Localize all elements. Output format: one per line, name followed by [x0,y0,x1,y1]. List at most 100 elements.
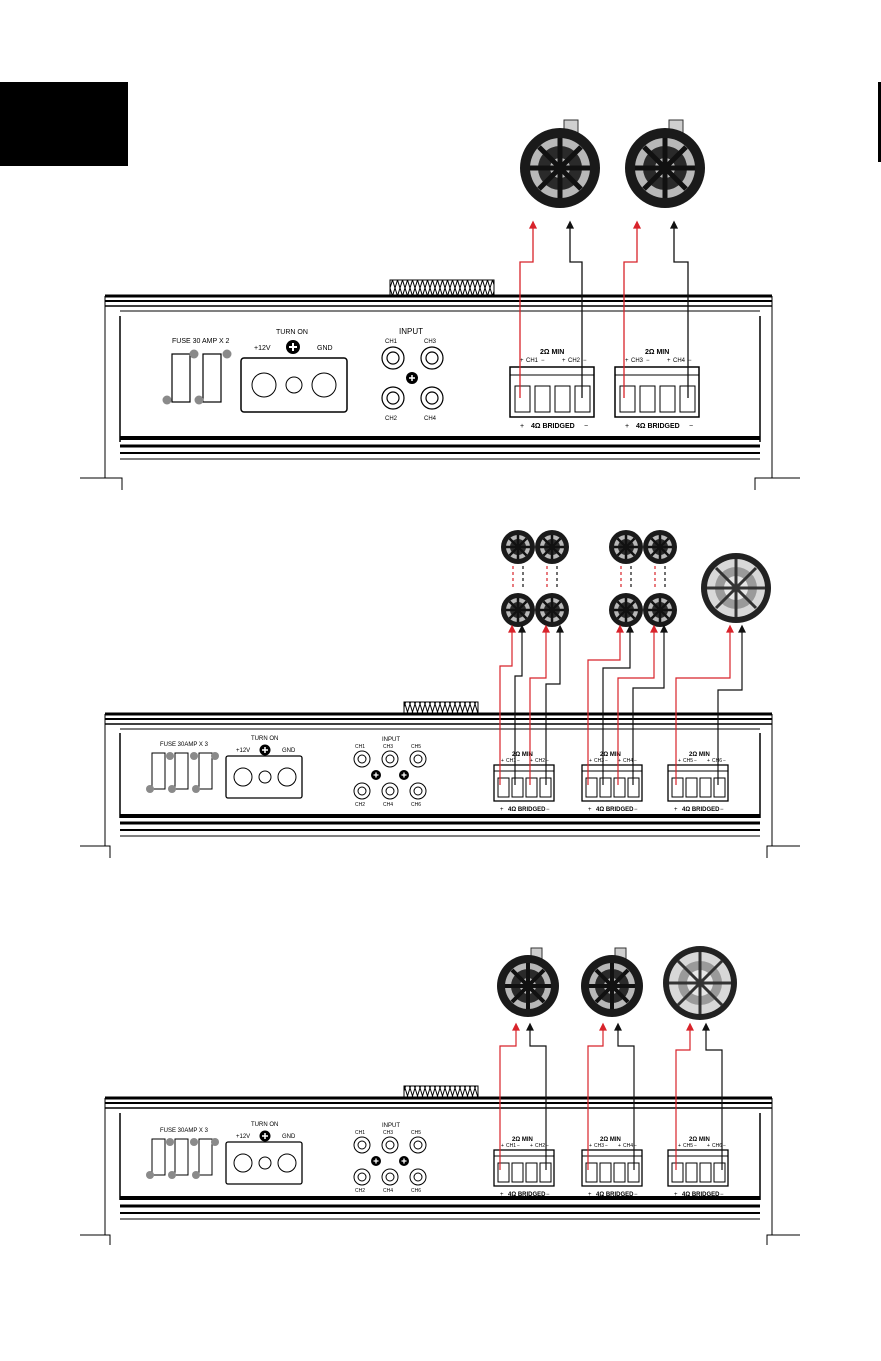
out-left-plus: + [501,1143,504,1149]
input-ch6-label: CH6 [411,1188,421,1194]
amplifier-chassis [80,1096,800,1245]
out-right-plus: + [618,758,621,764]
input-ch2-label: CH2 [355,1188,365,1194]
out-ch2-label: CH2 [568,358,581,364]
input-label: INPUT [399,327,423,336]
input-ch4-label: CH4 [424,416,437,422]
out-ch1-label: CH1 [506,758,516,764]
input-ch4-label: CH4 [383,1188,393,1194]
out-right-minus: − [723,1143,726,1149]
min-ohm-label: 2Ω MIN [512,752,533,758]
amplifier-chassis [80,294,800,490]
bridged-minus: − [720,807,724,813]
out-ch3-label: CH3 [594,1143,604,1149]
output-block-ch5-ch6: 2Ω MIN + CH5 − + CH6 − + 4Ω BRIDGED − [667,752,729,813]
input-ch6-label: CH6 [411,802,421,808]
input-ch3-label: CH3 [424,339,437,345]
output-block-ch5-ch6: 2Ω MIN + CH5 − + CH6 − + 4Ω BRIDGED − [667,1137,729,1198]
out-ch3-label: CH3 [594,758,604,764]
speaker-wires [499,1022,723,1170]
bridged-plus: + [500,1192,504,1198]
min-ohm-label: 2Ω MIN [689,1137,710,1143]
out-left-minus: − [541,358,545,364]
bridged-minus: − [634,1192,638,1198]
input-ch3-label: CH3 [383,1130,393,1136]
out-right-plus: + [562,358,566,364]
tower-speaker-icon [625,119,705,208]
out-left-plus: + [678,758,681,764]
bridged-label: 4Ω BRIDGED [596,1192,634,1198]
out-left-plus: + [589,758,592,764]
out-left-minus: − [517,758,520,764]
out-left-plus: + [678,1143,681,1149]
bridged-minus: − [720,1192,724,1198]
bridged-label: 4Ω BRIDGED [508,1192,546,1198]
bridged-plus: + [588,1192,592,1198]
plus-12v-label: +12V [236,1134,250,1140]
input-ch1-label: CH1 [385,339,398,345]
out-left-minus: − [694,1143,697,1149]
out-ch4-label: CH4 [623,758,633,764]
output-block-ch3-ch4: 2Ω MIN + CH3 − + CH4 − + 4Ω BRIDGED − [581,752,643,813]
plus-12v-label: +12V [254,345,271,352]
out-right-plus: + [530,1143,533,1149]
min-ohm-label: 2Ω MIN [600,1137,621,1143]
out-ch2-label: CH2 [535,1143,545,1149]
input-ch2-label: CH2 [355,802,365,808]
diagram-2: FUSE 30AMP X 3 TURN ON +12V GND INPUT CH… [80,530,800,858]
small-speaker-icon [643,593,677,627]
bridged-plus: + [674,1192,678,1198]
bridged-minus: − [546,1192,550,1198]
bridged-minus: − [584,423,588,430]
out-ch3-label: CH3 [631,358,644,364]
bridged-plus: + [500,807,504,813]
out-ch2-label: CH2 [535,758,545,764]
gnd-label: GND [282,1134,296,1140]
out-ch5-label: CH5 [683,1143,693,1149]
rca-input-block: INPUT CH1 CH3 CH2 CH4 [381,327,444,422]
min-ohm-label: 2Ω MIN [600,752,621,758]
input-ch3-label: CH3 [383,744,393,750]
heatsink-fins [403,1085,479,1099]
bridged-plus: + [674,807,678,813]
page-edge-rule [878,82,881,162]
output-block-ch1-ch2: 2Ω MIN + CH1 − + CH2 − + 4Ω BRIDGED − [493,752,555,813]
power-terminal-block: TURN ON +12V GND [225,1122,303,1185]
out-left-minus: − [646,358,650,364]
out-left-minus: − [517,1143,520,1149]
bridged-label: 4Ω BRIDGED [531,423,575,430]
out-left-minus: − [605,758,608,764]
fuse-block: FUSE 30 AMP X 2 [162,338,232,405]
bridged-label: 4Ω BRIDGED [508,807,546,813]
out-right-plus: + [530,758,533,764]
input-ch2-label: CH2 [385,416,398,422]
small-speaker-icon [535,530,569,564]
fuse-label: FUSE 30 AMP X 2 [172,338,230,345]
out-right-plus: + [707,758,710,764]
rca-input-block: INPUT CH1 CH3 CH5 CH2 CH4 CH6 [353,1123,427,1194]
speaker-wires [519,220,689,398]
output-block-ch1-ch2: 2Ω MIN + CH1 − + CH2 − + 4Ω BRIDGED − [509,349,595,430]
output-block-ch3-ch4: 2Ω MIN + CH3 − + CH4 − + 4Ω BRIDGED − [581,1137,643,1198]
bridged-minus: − [546,807,550,813]
small-speakers [501,530,677,627]
out-left-plus: + [589,1143,592,1149]
input-ch1-label: CH1 [355,1130,365,1136]
out-right-plus: + [667,358,671,364]
out-right-minus: − [634,758,637,764]
gnd-label: GND [317,345,333,352]
input-label: INPUT [382,1123,400,1129]
rca-input-block: INPUT CH1 CH3 CH5 CH2 CH4 CH6 [353,737,427,808]
out-right-minus: − [546,758,549,764]
bridged-label: 4Ω BRIDGED [636,423,680,430]
out-ch1-label: CH1 [506,1143,516,1149]
bridged-label: 4Ω BRIDGED [682,807,720,813]
out-right-plus: + [618,1143,621,1149]
turn-on-label: TURN ON [251,736,278,742]
diagram-1: FUSE 30 AMP X 2 TURN ON +12V GND [80,119,800,490]
gnd-label: GND [282,748,296,754]
input-label: INPUT [382,737,400,743]
subwoofer-icon [663,946,737,1020]
out-right-minus: − [688,358,692,364]
